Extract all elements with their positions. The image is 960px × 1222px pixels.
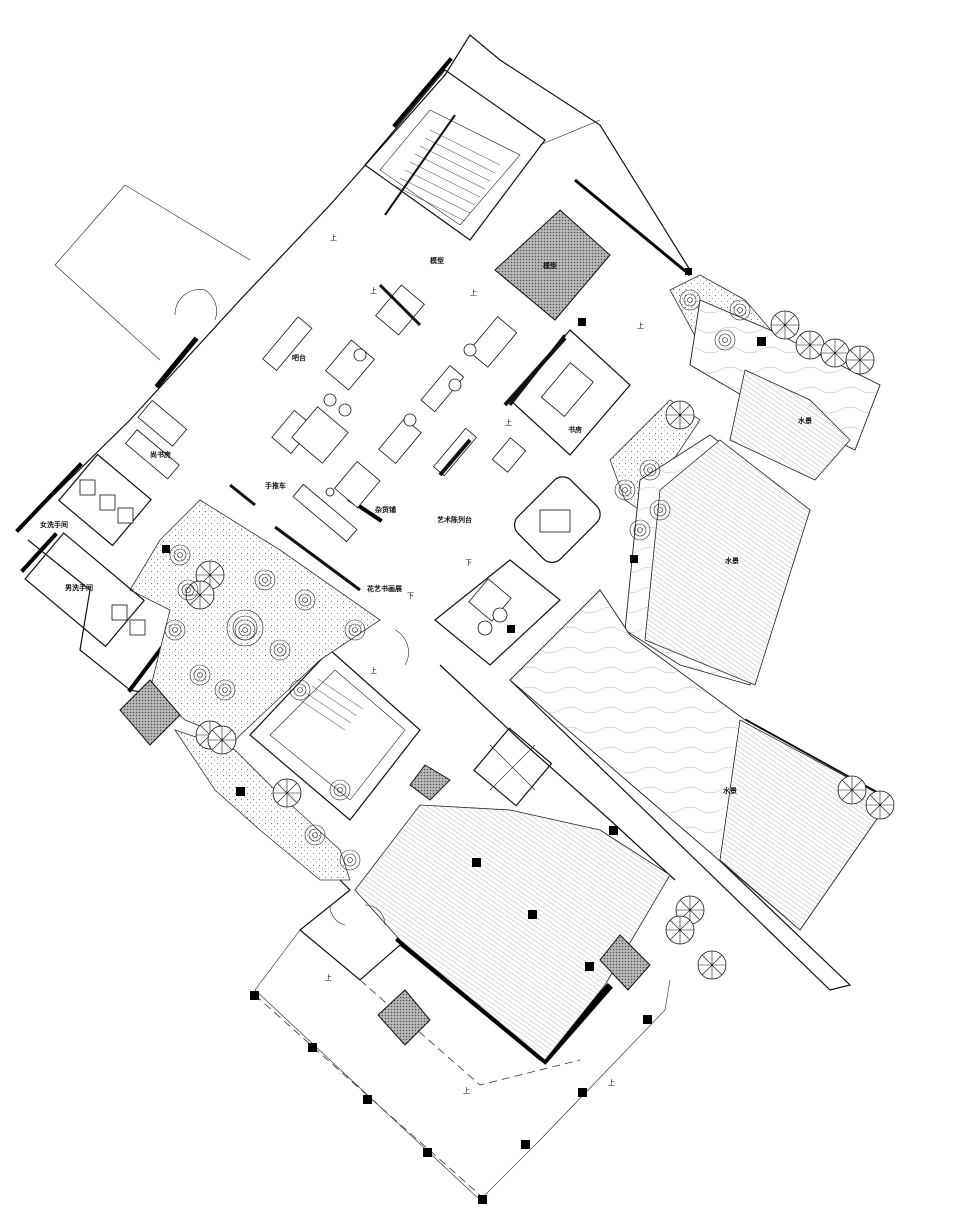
- art-display-island: [513, 476, 601, 564]
- south-garden-strip: [174, 729, 351, 881]
- stair-mark: 上: [608, 1078, 615, 1087]
- label-bar-counter: 吧台: [292, 353, 306, 362]
- lounge-furniture: [262, 284, 527, 543]
- label-flower-gallery: 花艺书画展: [367, 584, 403, 593]
- stair-mark: 上: [325, 973, 332, 982]
- stair-mark: 上: [637, 321, 644, 330]
- west-courtyard-garden: [129, 499, 381, 741]
- stair-mark: 下: [407, 592, 414, 600]
- north-stair-core: [364, 69, 546, 241]
- trees-and-shrubs: [164, 289, 895, 980]
- south-terrace-deck: [354, 804, 671, 1061]
- label-bookroom: 书房: [568, 425, 582, 434]
- stair-mark: 上: [370, 666, 377, 675]
- label-grocery: 杂货铺: [375, 505, 396, 514]
- label-cart: 手推车: [265, 481, 286, 490]
- label-water-feature-2: 水景: [725, 556, 739, 565]
- label-study-room: 尚书房: [150, 450, 171, 459]
- bookshelf-runs: [229, 283, 567, 592]
- bookroom: [503, 329, 631, 456]
- label-mens-restroom: 男洗手间: [65, 583, 93, 592]
- label-water-feature-3: 水景: [723, 786, 737, 795]
- stair-direction-marks: 上 上 上 上 上 上 上 上 上 下 下: [325, 233, 644, 1095]
- stair-mark: 下: [465, 559, 472, 567]
- label-water-feature-1: 水景: [798, 416, 812, 425]
- water-feature-pools: [509, 299, 891, 931]
- door-swings: [174, 289, 409, 926]
- planter-boxes: [119, 679, 651, 1046]
- stair-mark: 上: [330, 233, 337, 242]
- label-art-display: 艺术陈列台: [437, 515, 472, 524]
- stair-mark: 上: [505, 418, 512, 427]
- label-model-plinth: 模型: [543, 261, 557, 270]
- restroom-fixtures: [24, 453, 152, 648]
- label-model-room: 模型: [430, 256, 444, 265]
- lift-shaft: [473, 727, 553, 807]
- room-labels: 模型 模型 吧台 尚书房 女洗手间 男洗手间 手推车 杂货铺 艺术陈列台 书房 …: [40, 256, 812, 795]
- central-stair-core: [249, 649, 421, 821]
- study-room-furniture: [124, 399, 188, 480]
- stair-mark: 上: [470, 288, 477, 297]
- model-plinth: [494, 209, 611, 321]
- stair-mark: 上: [463, 1086, 470, 1095]
- label-womens-restroom: 女洗手间: [40, 520, 68, 529]
- stair-mark: 上: [370, 286, 377, 295]
- lower-lounge: [434, 559, 561, 666]
